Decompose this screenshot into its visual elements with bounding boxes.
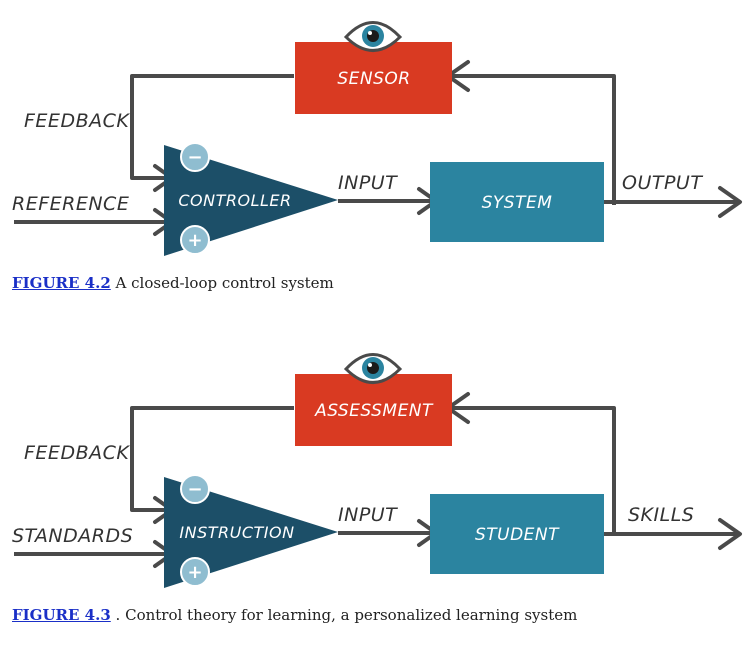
student-box bbox=[430, 494, 604, 574]
figure-4-2-caption-text: A closed-loop control system bbox=[110, 274, 334, 292]
reference-label: REFERENCE bbox=[12, 193, 129, 215]
figure-4-3-caption-text: . Control theory for learning, a persona… bbox=[110, 606, 578, 624]
svg-text:+: + bbox=[187, 230, 202, 251]
feedback-label: FEEDBACK bbox=[24, 110, 130, 132]
student-label: STUDENT bbox=[475, 525, 560, 545]
figure-4-3-caption: FIGURE 4.3 . Control theory for learning… bbox=[12, 606, 577, 624]
instruction-triangle bbox=[164, 477, 338, 588]
plus-sign-icon: + bbox=[180, 225, 210, 255]
standards-label: STANDARDS bbox=[12, 525, 133, 547]
feedback-return-arrow bbox=[448, 74, 616, 205]
skills-label: SKILLS bbox=[628, 504, 694, 526]
figure-4-3-link[interactable]: FIGURE 4.3 bbox=[12, 606, 111, 624]
feedback-label: FEEDBACK bbox=[24, 442, 130, 464]
eye-icon bbox=[343, 21, 403, 52]
figure-4-2-caption: FIGURE 4.2 A closed-loop control system bbox=[12, 274, 334, 292]
figure-4-3-diagram: ASSESSMENT INSTRUCTION − + STUDENT FEEDB… bbox=[12, 353, 742, 588]
controller-label: CONTROLLER bbox=[178, 191, 291, 210]
system-box bbox=[430, 162, 604, 242]
minus-sign-icon: − bbox=[180, 142, 210, 172]
output-arrowhead bbox=[718, 186, 742, 218]
sensor-box bbox=[295, 42, 452, 114]
svg-text:−: − bbox=[187, 479, 202, 500]
figure-4-2-diagram: SENSOR CONTROLLER − + SYSTEM FEE bbox=[12, 21, 742, 256]
input-label: INPUT bbox=[338, 172, 398, 194]
svg-text:−: − bbox=[187, 147, 202, 168]
system-label: SYSTEM bbox=[482, 193, 553, 213]
feedback-arrow bbox=[130, 406, 294, 512]
feedback-arrow bbox=[130, 74, 294, 180]
plus-sign-icon: + bbox=[180, 557, 210, 587]
instruction-label: INSTRUCTION bbox=[179, 523, 294, 542]
figure-4-2-link[interactable]: FIGURE 4.2 bbox=[12, 274, 111, 292]
input-label: INPUT bbox=[338, 504, 398, 526]
minus-sign-icon: − bbox=[180, 474, 210, 504]
sensor-label: SENSOR bbox=[337, 69, 410, 89]
eye-icon bbox=[343, 353, 403, 384]
skills-arrowhead bbox=[718, 518, 742, 550]
output-label: OUTPUT bbox=[622, 172, 703, 194]
assessment-box bbox=[295, 374, 452, 446]
assessment-label: ASSESSMENT bbox=[314, 401, 434, 421]
feedback-return-arrow bbox=[448, 406, 616, 536]
controller-triangle bbox=[164, 145, 338, 256]
svg-text:+: + bbox=[187, 562, 202, 583]
